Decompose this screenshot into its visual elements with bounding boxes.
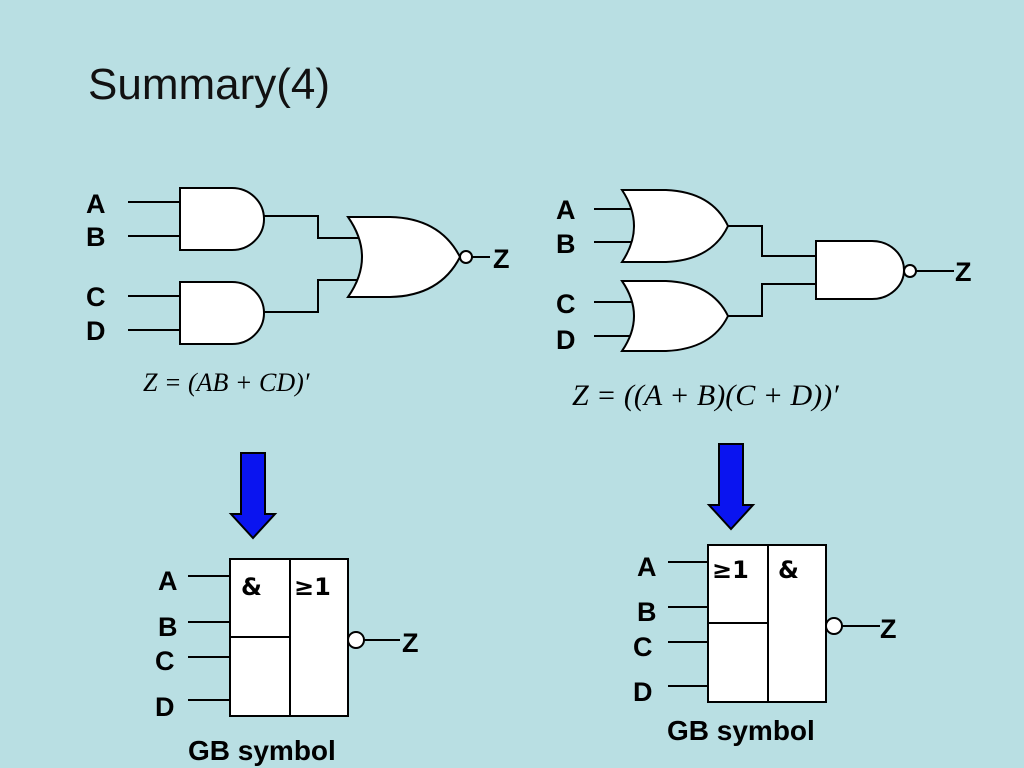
left-input-b-label: B (86, 222, 106, 252)
left-gb-input-c: C (155, 646, 175, 676)
and-gate-1 (179, 187, 265, 251)
left-gb-output: Z (402, 628, 419, 658)
or-gate-2 (620, 280, 730, 352)
wire-or2-to-nand (728, 283, 816, 317)
left-gb-and-symbol: & (241, 573, 262, 601)
left-gb-symbol: & ≥1 A B C D Z GB symbol (155, 558, 419, 766)
right-gb-bubble (825, 617, 843, 635)
right-input-d-label: D (556, 325, 576, 355)
right-gb-input-a: A (637, 552, 657, 582)
left-equation: Z = (AB + CD)′ (143, 368, 310, 397)
nor-gate (346, 216, 462, 298)
wire-or1-to-nand (728, 225, 816, 257)
left-gb-input-a: A (158, 566, 178, 596)
nand-bubble (903, 264, 917, 278)
left-gb-or-symbol: ≥1 (294, 573, 331, 601)
and-gate-2 (179, 281, 265, 345)
right-input-b-label: B (556, 229, 576, 259)
or-gate-1 (620, 189, 730, 263)
nor-bubble (459, 250, 473, 264)
left-down-arrow (228, 452, 278, 540)
right-gb-input-b: B (637, 597, 657, 627)
wire-and2-to-nor (264, 279, 360, 313)
right-gb-output: Z (880, 614, 897, 644)
right-output-label: Z (955, 257, 972, 287)
right-input-c-label: C (556, 289, 576, 319)
right-gb-symbol: ≥1 & A B C D Z GB symbol (633, 544, 897, 746)
left-circuit: A B C D Z Z = (AB + CD)′ (86, 187, 510, 397)
right-gb-input-d: D (633, 677, 653, 707)
right-input-a-label: A (556, 195, 576, 225)
left-gb-bubble (347, 631, 365, 649)
wire-and1-to-nor (264, 215, 360, 239)
left-input-c-label: C (86, 282, 106, 312)
left-gb-caption: GB symbol (188, 735, 336, 766)
right-down-arrow (706, 443, 756, 531)
left-gb-input-d: D (155, 692, 175, 722)
right-circuit: A B C D Z Z = ((A + B)(C + D))′ (556, 189, 972, 412)
left-input-d-label: D (86, 316, 106, 346)
left-gb-input-b: B (158, 612, 178, 642)
left-input-a-label: A (86, 189, 106, 219)
right-gb-or-symbol: ≥1 (712, 556, 749, 584)
nand-gate (815, 240, 905, 300)
right-gb-caption: GB symbol (667, 715, 815, 746)
slide-title: Summary(4) (88, 60, 331, 109)
right-gb-and-symbol: & (778, 556, 799, 584)
right-equation: Z = ((A + B)(C + D))′ (572, 379, 839, 412)
left-output-label: Z (493, 244, 510, 274)
right-gb-input-c: C (633, 632, 653, 662)
